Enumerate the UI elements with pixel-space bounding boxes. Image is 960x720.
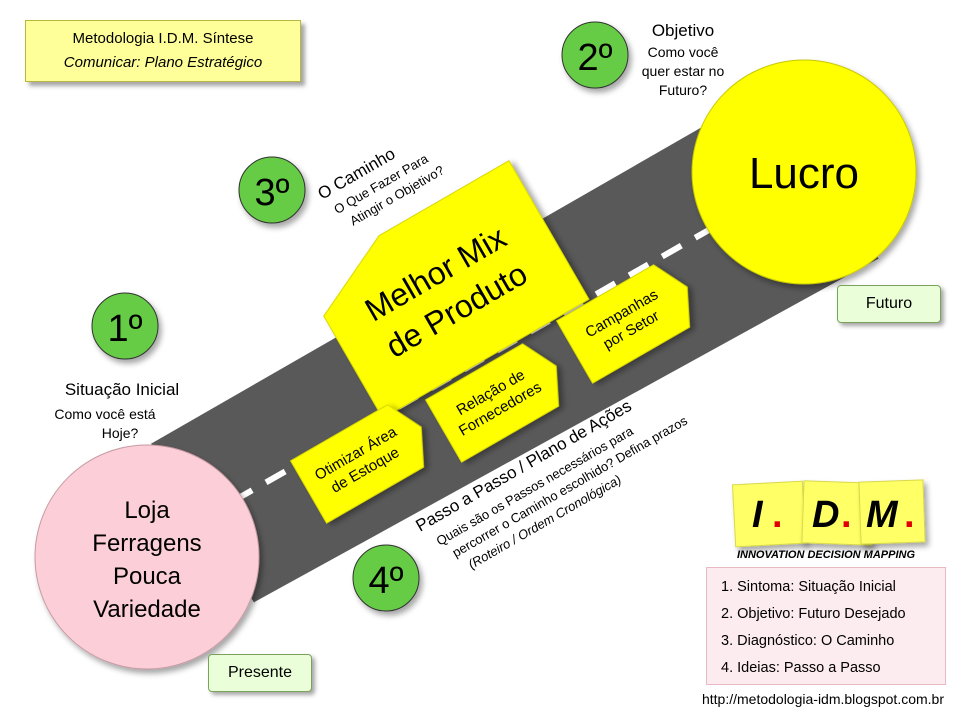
step-1-question-1: Como você está [54,406,155,422]
title-line-2: Comunicar: Plano Estratégico [63,54,263,71]
start-line-4: Variedade [93,596,201,623]
title-box: Metodologia I.D.M. Síntese Comunicar: Pl… [25,20,301,82]
logo-dot-m: . [904,494,915,536]
logo-letter-i: I [752,494,764,536]
logo-dot-d: . [841,494,852,536]
goal-label: Lucro [749,149,859,198]
logo-dot-i: . [772,494,783,536]
logo-tile-i [731,480,807,548]
legend-item-1: 1. Sintoma: Situação Inicial [721,579,896,595]
start-line-3: Pouca [113,563,182,590]
logo-letter-m: M [866,494,899,536]
logo-letter-d: D [812,494,839,536]
goal-circle: Lucro [691,59,917,285]
future-tag: Futuro [837,285,941,323]
sign-suppliers: Relação de Fornecedores [424,343,560,463]
road-edge-bottom [254,258,881,606]
legend-box: 1. Sintoma: Situação Inicial 2. Objetivo… [706,567,946,685]
step-2-question-3: Futuro? [659,82,707,98]
logo-tile-m [858,479,926,545]
step-1-question-2: Hoje? [102,425,139,441]
main-sign: Melhor Mix de Produto [323,160,590,419]
step-1-number: 1º [107,308,142,350]
blog-url[interactable]: http://metodologia-idm.blogspot.com.br [701,691,944,707]
logo-tagline: INNOVATION DECISION MAPPING [737,549,915,561]
start-circle: Loja Ferragens Pouca Variedade [34,444,260,670]
legend-item-3: 3. Diagnóstico: O Caminho [721,633,895,649]
step-2-circle: 2º [561,21,629,89]
step-2-question-2: quer estar no [642,63,725,79]
legend-item-2: 2. Objetivo: Futuro Desejado [721,606,906,622]
step-1-circle: 1º [91,292,159,360]
present-tag: Presente [208,654,312,692]
step-3-number: 3º [254,172,289,214]
title-line-1: Metodologia I.D.M. Síntese [72,30,254,47]
step-4-number: 4º [368,560,403,602]
step-2-question-1: Como você [648,44,719,60]
step-2-title: Objetivo [652,21,714,40]
idm-logo: I . D . M . INNOVATION DECISION MAPPING [731,479,926,561]
start-line-2: Ferragens [92,530,201,557]
step-1-title: Situação Inicial [65,380,179,399]
step-2-number: 2º [577,37,612,79]
start-line-1: Loja [124,497,170,524]
step-3-circle: 3º [238,156,306,224]
legend-item-4: 4. Ideias: Passo a Passo [721,660,881,676]
step-4-circle: 4º [352,544,420,612]
